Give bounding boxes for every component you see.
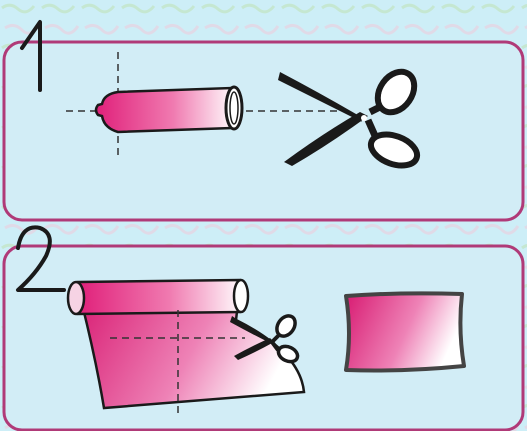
step-2-panel [4,227,523,430]
cut-square-result [346,293,464,370]
condom-tube [96,87,242,132]
step-1-panel [4,22,523,220]
